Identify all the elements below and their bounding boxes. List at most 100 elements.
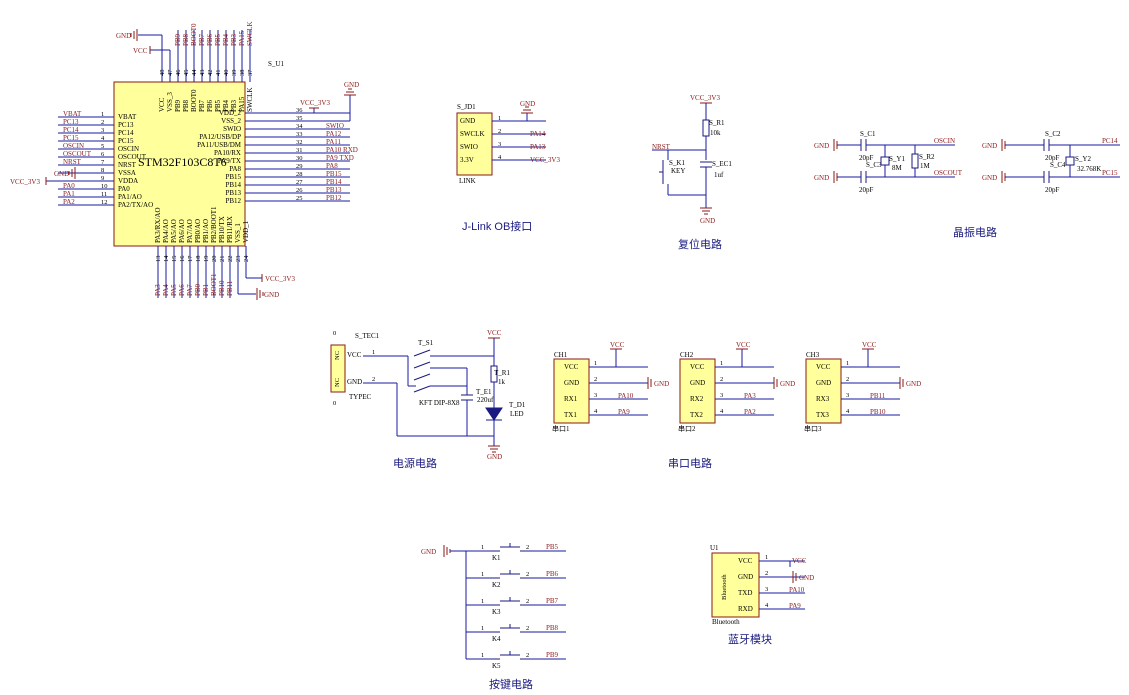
mcu-top-net: PB4 bbox=[222, 33, 230, 46]
bt-pin-name: TXD bbox=[738, 589, 752, 597]
key-ref: K1 bbox=[492, 554, 501, 562]
uart-pin-num: 1 bbox=[594, 360, 597, 367]
uart-ref: CH2 bbox=[680, 351, 694, 359]
power-r-val: 1k bbox=[498, 378, 506, 386]
mcu-left-pin-num: 8 bbox=[101, 167, 104, 174]
led-symbol bbox=[485, 407, 503, 421]
reset-key-ref: S_K1 bbox=[669, 159, 685, 167]
mcu-left-pin-name: OSCIN bbox=[118, 145, 139, 153]
mcu-top-pin-num: 39 bbox=[231, 70, 238, 77]
mcu-right-net: PA11 bbox=[326, 138, 342, 146]
mcu-vcc3v3-bottom-label: VCC_3V3 bbox=[265, 275, 295, 283]
uart-pin-num: 3 bbox=[846, 392, 849, 399]
uart-pin-name: TX3 bbox=[816, 411, 829, 419]
key-net: PB5 bbox=[546, 543, 559, 551]
mcu-right-net: PA12 bbox=[326, 130, 342, 138]
jlink-body[interactable] bbox=[456, 112, 493, 176]
jlink-pin-name: SWCLK bbox=[460, 130, 485, 138]
xtal-y2-symbol bbox=[1065, 156, 1075, 166]
mcu-left-pin-num: 2 bbox=[101, 119, 104, 126]
bt-net: PA10 bbox=[789, 586, 805, 594]
mcu-left-pin-name: VBAT bbox=[118, 113, 137, 121]
gnd-symbol bbox=[700, 207, 712, 215]
mcu-left-pin-num: 4 bbox=[101, 135, 105, 142]
mcu-left-net: PC14 bbox=[63, 126, 79, 134]
mcu-left-pin-num: 1 bbox=[101, 111, 104, 118]
mcu-top-pin-name: PB4 bbox=[222, 99, 230, 112]
uart-pin-num: 3 bbox=[720, 392, 723, 399]
power-title: 电源电路 bbox=[393, 456, 437, 470]
uart-connector-body bbox=[679, 358, 716, 424]
uart-pin-num: 3 bbox=[594, 392, 597, 399]
key-pin2: 2 bbox=[526, 544, 529, 551]
uart-pin-num: 4 bbox=[720, 408, 724, 415]
xtal-c2-ref: S_C2 bbox=[1045, 130, 1061, 138]
mcu-bottom-net: PB1 bbox=[202, 283, 210, 296]
typec-nc1: NC bbox=[334, 351, 341, 360]
crystal-block[interactable]: GND S_C1 20pF OSCIN GND S_C3 20pF OSCOUT… bbox=[814, 130, 1120, 239]
mcu-top-pins: 48VCC47VSS_346PB9PB945PB8PB844BOOT0BOOT0… bbox=[158, 22, 254, 113]
mcu-top-pin-num: 42 bbox=[207, 70, 214, 77]
mcu-right-net: PB15 bbox=[326, 170, 342, 178]
power-gnd-label: GND bbox=[487, 453, 502, 461]
typec-body[interactable] bbox=[330, 344, 346, 393]
power-block[interactable]: S_TEC1 TYPEC VCC GND NC NC 0 0 1 2 T_S1 … bbox=[330, 329, 526, 470]
uart-ref: CH3 bbox=[806, 351, 820, 359]
reset-key-val: KEY bbox=[671, 167, 685, 175]
uart-net: PB11 bbox=[870, 392, 886, 400]
uart-pin-name: RX2 bbox=[690, 395, 704, 403]
typec-num1: 1 bbox=[372, 349, 375, 356]
mcu-right-net: PA8 bbox=[326, 162, 338, 170]
mcu-top-net: PB5 bbox=[214, 33, 222, 46]
mcu-right-net: PB13 bbox=[326, 186, 342, 194]
bluetooth-ref: U1 bbox=[710, 544, 719, 552]
gnd-symbol bbox=[256, 288, 264, 300]
bt-pin-num: 2 bbox=[765, 570, 768, 577]
xtal-y1-val: 8M bbox=[892, 164, 903, 172]
key-ref: K3 bbox=[492, 608, 501, 616]
mcu-top-pin-num: 40 bbox=[223, 70, 230, 77]
key-pin2: 2 bbox=[526, 652, 529, 659]
mcu-top-pin-num: 45 bbox=[183, 70, 190, 77]
jlink-gnd-label: GND bbox=[520, 100, 535, 108]
mcu-top-pin-name: PB3 bbox=[230, 99, 238, 112]
uart-net: PB10 bbox=[870, 408, 886, 416]
uart-pin-name: TX1 bbox=[564, 411, 577, 419]
mcu-left-pin-name: PC14 bbox=[118, 129, 134, 137]
uart-pin-name: GND bbox=[564, 379, 579, 387]
key-net: PB6 bbox=[546, 570, 559, 578]
mcu-right-net: PB12 bbox=[326, 194, 342, 202]
mcu-bottom-pin-name: PA5/AO bbox=[170, 219, 178, 243]
key-net: PB7 bbox=[546, 597, 559, 605]
mcu-top-pin-name: BOOT0 bbox=[190, 89, 198, 112]
uart-pin-num: 2 bbox=[720, 376, 723, 383]
mcu-left-net: PC15 bbox=[63, 134, 79, 142]
key-ref: K2 bbox=[492, 581, 501, 589]
mcu-vcc3v3-right-label: VCC_3V3 bbox=[300, 99, 330, 107]
bt-gnd-label: GND bbox=[799, 574, 814, 582]
mcu-gnd-left-label: GND bbox=[54, 170, 69, 178]
uart-pin-name: RX1 bbox=[564, 395, 578, 403]
bluetooth-body[interactable] bbox=[711, 552, 760, 618]
mcu-left-net: VBAT bbox=[63, 110, 82, 118]
mcu-left-net: PA0 bbox=[63, 182, 75, 190]
mcu-left-pin-name: PC15 bbox=[118, 137, 134, 145]
mcu-left-net: PA1 bbox=[63, 190, 75, 198]
xtal-gnd2-label: GND bbox=[814, 174, 829, 182]
key-pin1: 1 bbox=[481, 571, 484, 578]
reset-block[interactable]: VCC_3V3 S_R1 10k NRST S_K1 KEY S_EC1 1uf… bbox=[652, 94, 732, 251]
jlink-name: LINK bbox=[459, 177, 476, 185]
mcu-gnd-right-label: GND bbox=[344, 81, 359, 89]
mcu-body[interactable] bbox=[113, 81, 246, 247]
mcu-bottom-net: PB11 bbox=[226, 280, 234, 296]
xtal-c4-val: 20pF bbox=[1045, 186, 1060, 194]
mcu-right-pin-name: PA10/RX bbox=[214, 149, 241, 157]
mcu-top-net: PB6 bbox=[206, 33, 214, 46]
mcu-top-pin-name: VCC bbox=[158, 97, 166, 112]
